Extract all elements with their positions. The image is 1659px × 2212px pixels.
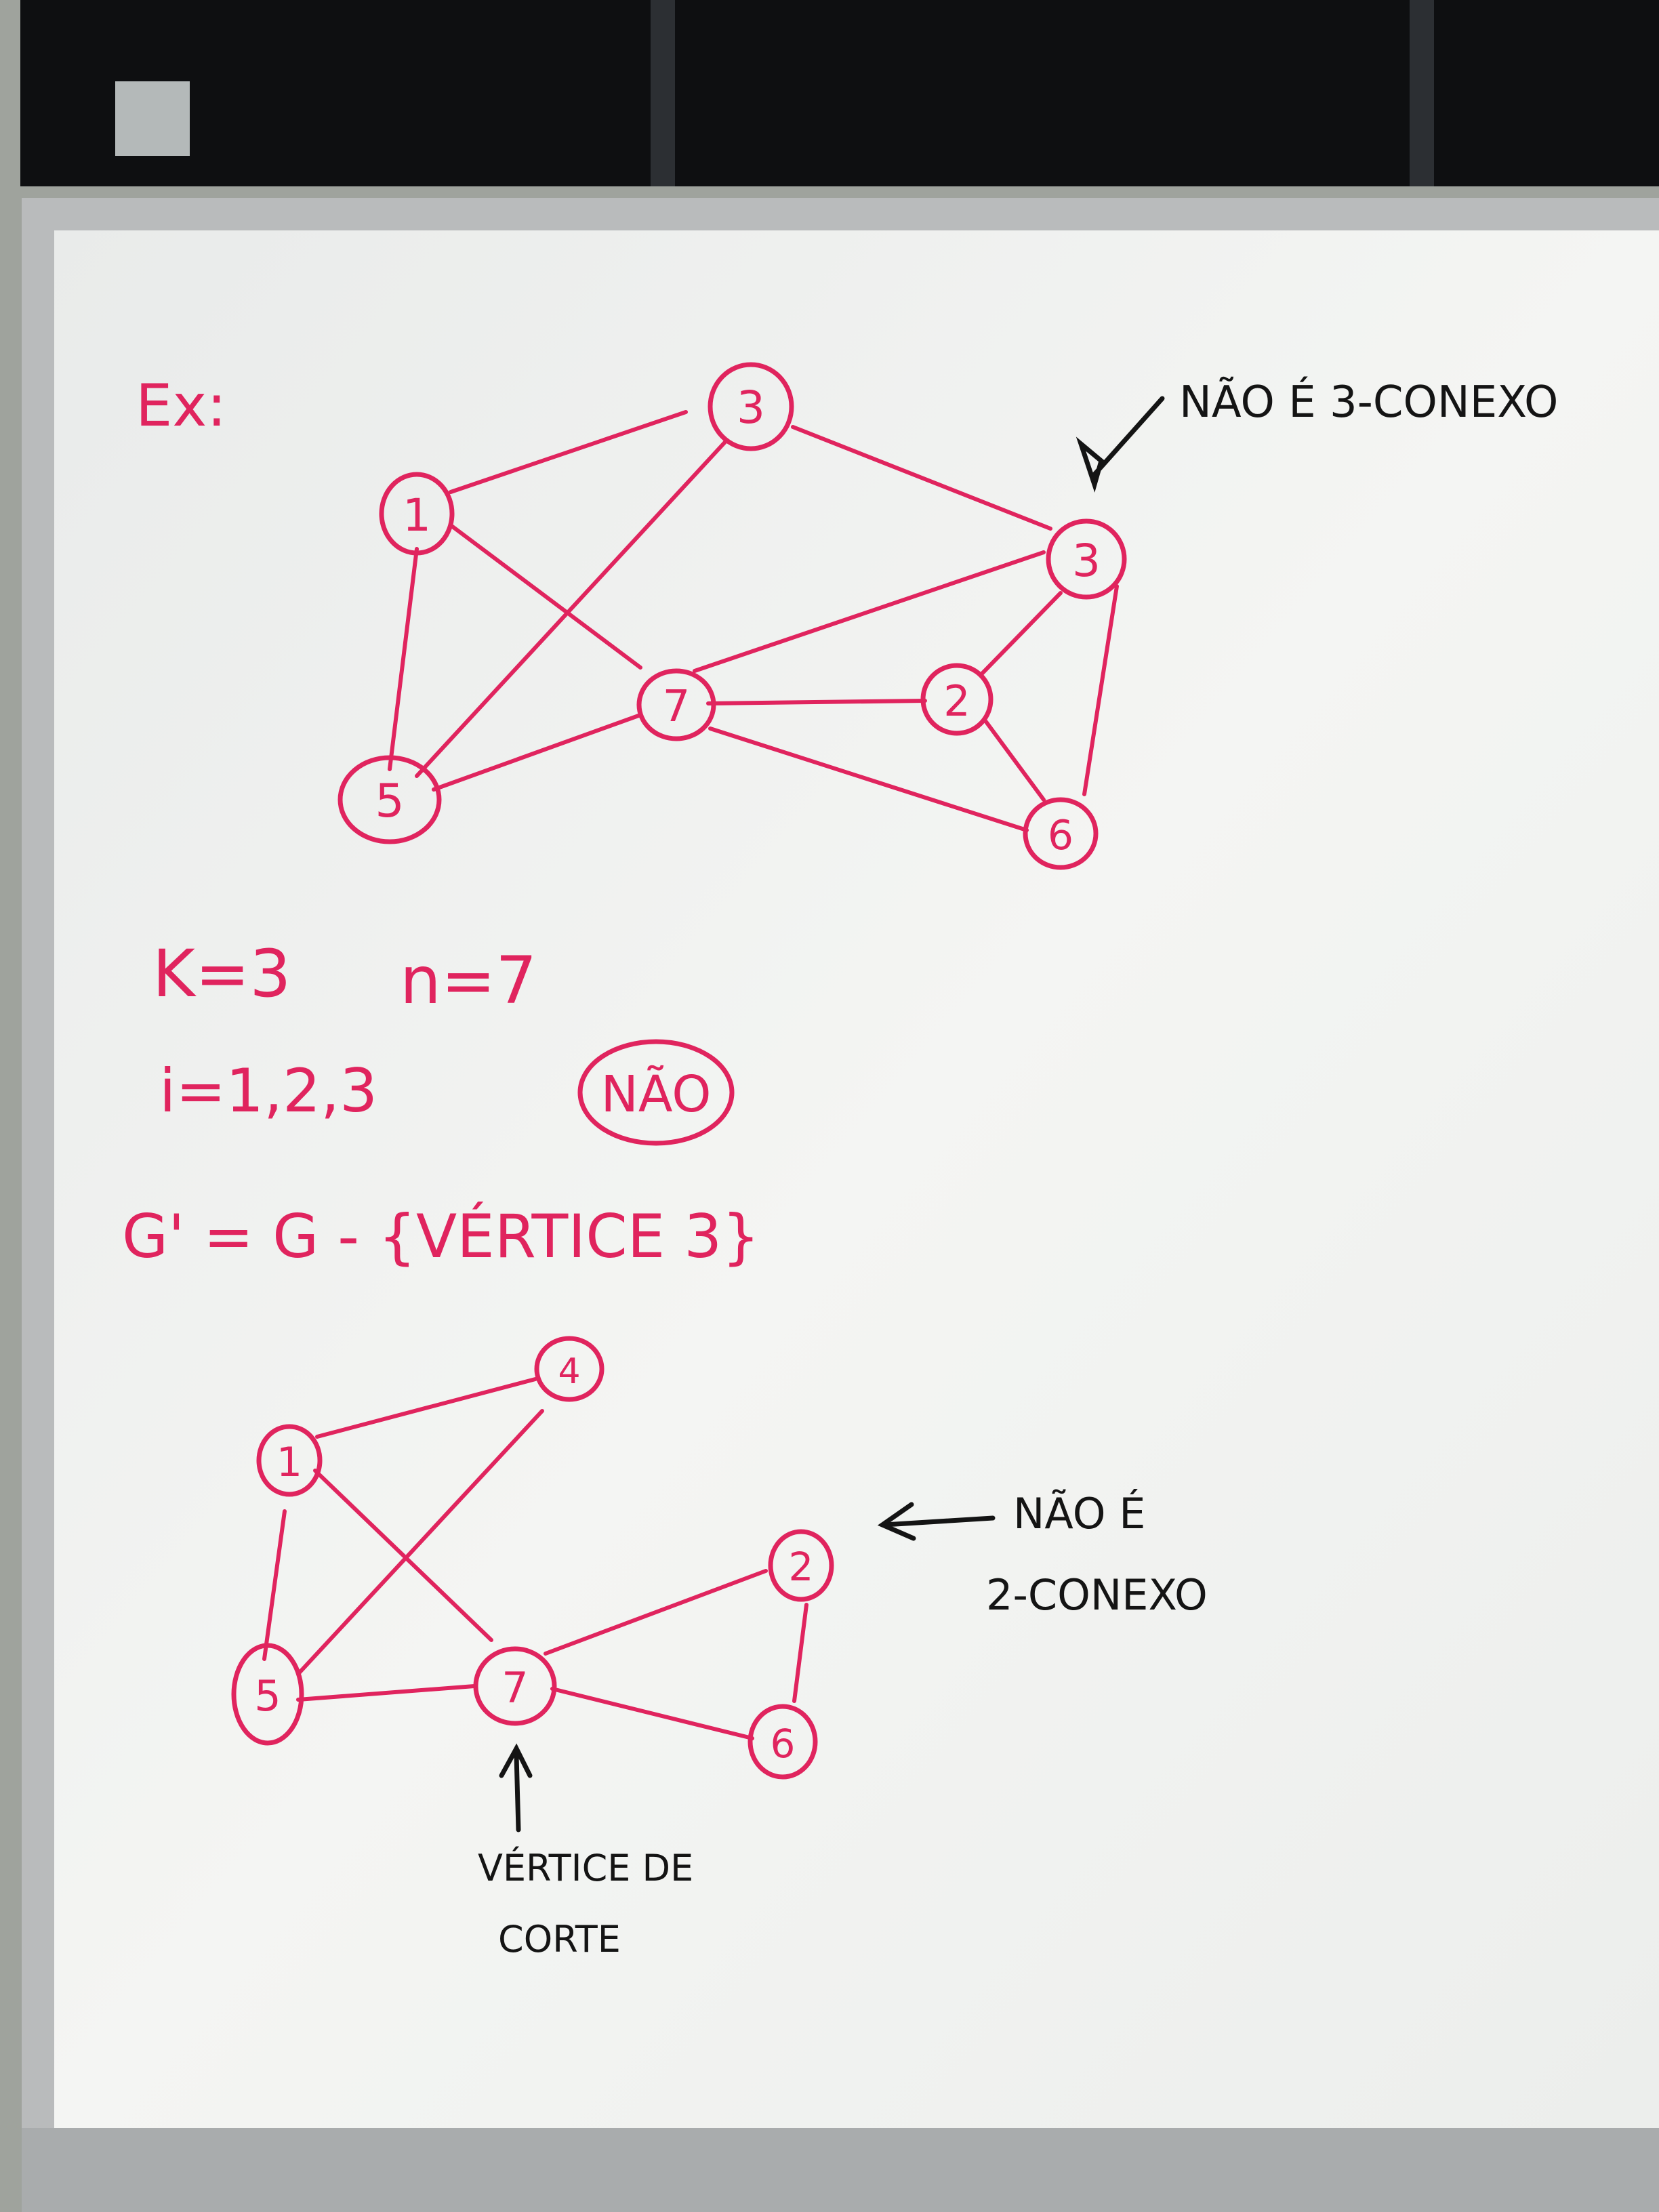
graph1-annotation: NÃO É 3-CONEXO [1076,376,1558,493]
graph1-node-6: 6 [1023,797,1099,870]
svg-text:7: 7 [501,1663,528,1713]
example-label: Ex: [136,372,226,440]
cut-vertex-annotation: VÉRTICE DE CORTE [478,1743,693,1961]
svg-text:2-CONEXO: 2-CONEXO [986,1570,1208,1620]
whiteboard-surface [54,230,1659,2128]
graph2-node-2: 2 [768,1529,834,1602]
graph2-annotation-arrow [877,1502,996,1541]
svg-text:5: 5 [254,1671,281,1721]
graph1-node-3: 3 [1046,518,1127,600]
window-frame-left [651,0,675,186]
svg-text:3: 3 [1072,535,1101,587]
graph1-nodes: 1 3 3 7 2 5 6 [337,362,1127,870]
graph2-node-6: 6 [747,1704,818,1780]
graph2-nodes: 1 4 2 5 7 6 [231,1336,834,1780]
svg-text:2: 2 [943,676,970,726]
param-n: n=7 [400,943,537,1019]
graph1-node-7: 7 [636,668,716,741]
window [20,0,1659,186]
window-light [115,81,190,156]
svg-text:5: 5 [375,775,404,828]
graph2-node-5: 5 [231,1643,304,1746]
answer-circled: NÃO [577,1039,735,1146]
svg-text:1: 1 [276,1439,302,1486]
param-i: i=1,2,3 [159,1056,377,1126]
svg-text:NÃO É 3-CONEXO: NÃO É 3-CONEXO [1179,376,1558,428]
graph2-edges [262,1377,808,1740]
svg-text:3: 3 [737,382,765,434]
graph1-node-1: 1 [379,472,455,556]
formula: G' = G - {VÉRTICE 3} [122,1202,760,1271]
svg-text:2: 2 [789,1544,814,1590]
svg-text:NÃO É: NÃO É [1013,1489,1145,1538]
graph2-annotation: NÃO É 2-CONEXO [877,1489,1208,1620]
graph2-node-7: 7 [473,1646,557,1726]
svg-text:4: 4 [558,1351,580,1392]
graph1-annotation-arrow [1076,396,1165,493]
graph1-node-4: 3 [708,362,794,451]
svg-text:VÉRTICE DE: VÉRTICE DE [478,1847,693,1889]
svg-text:1: 1 [403,489,431,541]
svg-text:7: 7 [663,682,691,732]
svg-text:CORTE: CORTE [498,1918,621,1961]
svg-text:6: 6 [771,1721,796,1767]
graph1-node-5: 5 [337,755,442,844]
cut-vertex-arrow [499,1743,533,1832]
whiteboard-tray [22,2128,1659,2212]
graph2-node-1: 1 [256,1424,323,1497]
graph1-node-2: 2 [920,663,994,736]
svg-text:NÃO: NÃO [601,1065,712,1124]
param-k: K=3 [152,936,291,1012]
graph2-node-4: 4 [534,1336,605,1402]
svg-text:6: 6 [1048,812,1073,859]
window-frame-right [1410,0,1434,186]
graph1-edges [388,410,1119,832]
